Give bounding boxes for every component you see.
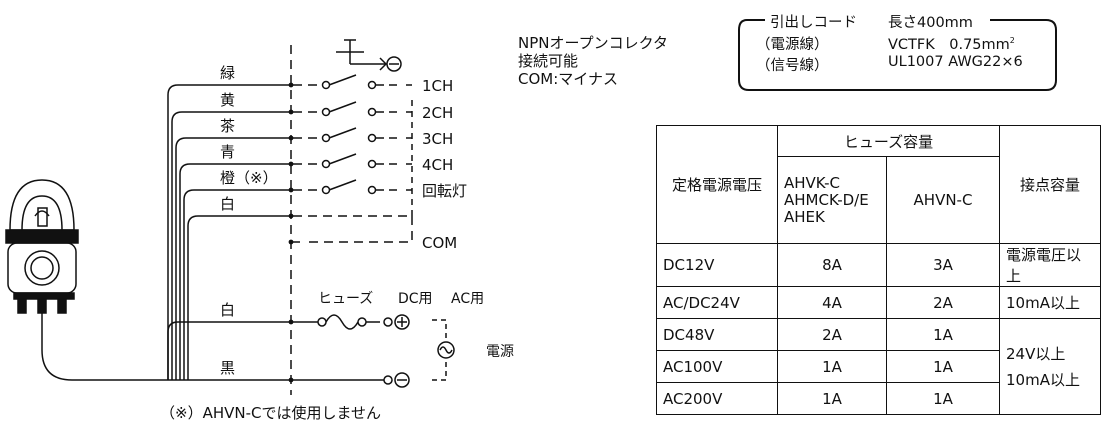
fuse1-cell: 4A [777, 286, 887, 319]
cord-power-spec-sup: 2 [1009, 36, 1015, 46]
table-row: AC/DC24V 4A 2A 10mA以上 [656, 286, 1101, 319]
voltage-cell: AC200V [656, 382, 778, 415]
channel-label-lamp: 回転灯 [422, 182, 467, 200]
wire-label-blue: 青 [220, 143, 235, 161]
relay-contact-4 [321, 153, 412, 169]
ac-label: AC用 [451, 291, 484, 307]
npn-note-line-3: COM:マイナス [518, 70, 618, 88]
model-label: AHEK [784, 207, 825, 226]
contact-cell: 24V以上 10mA以上 [999, 318, 1101, 415]
fuse1-cell: 1A [777, 350, 887, 383]
table-row: DC12V 8A 3A 電源電圧以上 [656, 243, 1101, 287]
header-contact: 接点容量 [999, 125, 1101, 244]
relay-contact-3 [321, 127, 412, 143]
fuse2-cell: 1A [886, 382, 1000, 415]
contact-cell: 電源電圧以上 [999, 243, 1101, 287]
npn-note-line-2: 接続可能 [518, 52, 579, 70]
footnote: （※）AHVN-Cでは使用しません [160, 404, 381, 422]
header-models-2: AHVN-C [886, 156, 1000, 244]
channel-label-4ch: 4CH [422, 156, 453, 174]
wiring-diagram: 緑 黄 茶 青 橙（※） 白 白 黒 1CH 2CH 3CH 4CH 回転灯 C… [5, 39, 514, 422]
header-models-1: AHVK-C AHMCK-D/E AHEK [777, 156, 887, 244]
channel-label-com: COM [422, 234, 457, 252]
cord-length: 長さ400mm [888, 15, 973, 31]
channel-label-2ch: 2CH [422, 104, 453, 122]
cord-signal-label: （信号線） [756, 58, 829, 74]
dc-label: DC用 [398, 291, 433, 307]
wire-label-white: 白 [220, 195, 235, 213]
wire-label-yellow: 黄 [220, 91, 235, 109]
power-wire-label-white: 白 [220, 301, 235, 319]
model-label: AHVK-C [784, 173, 840, 192]
relay-contact-2 [321, 101, 412, 117]
voltage-cell: DC12V [656, 243, 778, 287]
table-row: AC200V 1A 1A [656, 382, 1101, 415]
cord-spec-box: 引出しコード 長さ400mm （電源線） VCTFK 0.75mm2 （信号線）… [735, 12, 1060, 92]
contact-cell: 10mA以上 [999, 286, 1101, 319]
header-voltage: 定格電源電压 [656, 125, 778, 244]
rotating-lamp-device [5, 179, 168, 381]
fuse2-cell: 1A [886, 318, 1000, 351]
header-fuse: ヒューズ容量 [777, 125, 1000, 157]
relay-contact-5 [321, 179, 412, 195]
wire-label-green: 緑 [220, 64, 235, 82]
table-row: AC100V 1A 1A [656, 350, 1101, 383]
voltage-cell: AC/DC24V [656, 286, 778, 319]
fuse1-cell: 8A [777, 243, 887, 287]
npn-note-line-1: NPNオープンコレクタ [518, 34, 668, 52]
voltage-cell: AC100V [656, 350, 778, 383]
fuse2-cell: 2A [886, 286, 1000, 319]
fuse1-cell: 1A [777, 382, 887, 415]
cord-title: 引出しコード [770, 15, 857, 31]
fuse-capacity-table: 定格電源電压 ヒューズ容量 接点容量 AHVK-C AHMCK-D/E AHEK… [656, 125, 1101, 415]
channel-label-1ch: 1CH [422, 77, 453, 95]
cord-signal-spec: UL1007 AWG22×6 [888, 54, 1023, 70]
cord-power-spec: VCTFK 0.75mm [888, 37, 1010, 53]
power-source-label: 電源 [486, 344, 514, 360]
channel-label-3ch: 3CH [422, 130, 453, 148]
cord-power-label: （電源線） [756, 37, 829, 53]
power-wire-label-black: 黒 [220, 359, 235, 377]
wire-label-brown: 茶 [220, 117, 235, 135]
npn-note: NPNオープンコレクタ 接続可能 COM:マイナス [518, 34, 668, 88]
wire-label-orange: 橙（※） [220, 169, 278, 187]
voltage-cell: DC48V [656, 318, 778, 351]
relay-contact-1 [321, 74, 412, 90]
table-row: DC48V 2A 1A 24V以上 10mA以上 [656, 318, 1101, 415]
model-label: AHMCK-D/E [784, 190, 869, 209]
contact-line: 24V以上 [1006, 344, 1066, 363]
fuse-label: ヒューズ [318, 291, 373, 307]
contact-line: 10mA以上 [1006, 370, 1080, 389]
fuse2-cell: 3A [886, 243, 1000, 287]
fuse2-cell: 1A [886, 350, 1000, 383]
fuse1-cell: 2A [777, 318, 887, 351]
